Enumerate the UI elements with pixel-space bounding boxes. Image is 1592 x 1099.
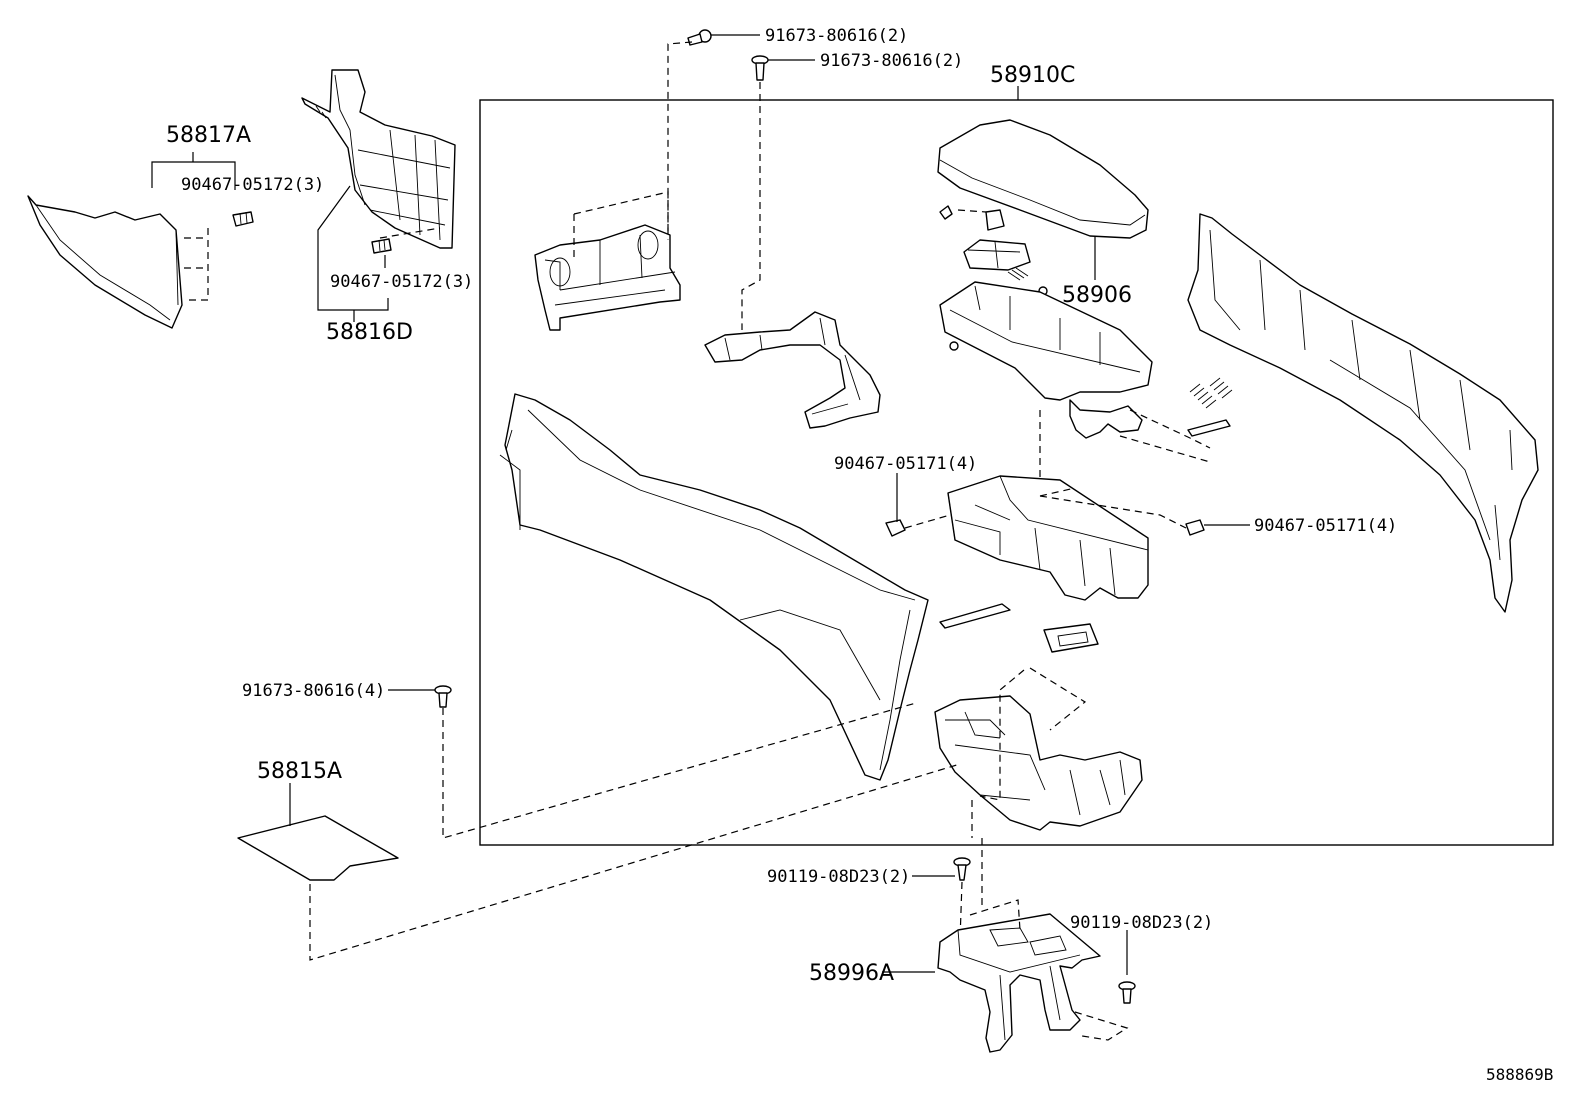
part-console-right-panel	[1187, 213, 1539, 613]
armrest-hinge-parts	[939, 205, 1048, 296]
screw-91673-80616-top2	[751, 55, 769, 81]
label-58996A: 58996A	[809, 961, 894, 986]
label-90119-08D23-b: 90119-08D23(2)	[1070, 913, 1213, 933]
clip-90467-05172-a	[232, 211, 254, 227]
screw-91673-80616-left	[434, 685, 452, 708]
label-91673-80616-left: 91673-80616(4)	[242, 681, 385, 701]
part-bezel	[1043, 623, 1099, 653]
label-90467-05172-b: 90467-05172(3)	[330, 272, 473, 292]
label-58817A: 58817A	[166, 123, 251, 148]
label-58815A: 58815A	[257, 759, 342, 784]
part-58996A-bracket	[937, 913, 1101, 1053]
part-58817A-panel	[27, 195, 183, 329]
screw-90119-08D23-b	[1118, 981, 1136, 1004]
part-58815A-mat	[237, 815, 399, 881]
label-58910C: 58910C	[990, 63, 1075, 88]
assembly-frame	[479, 99, 1554, 846]
dashed-connectors	[309, 702, 983, 961]
label-90467-05171-left: 90467-05171(4)	[834, 454, 977, 474]
label-90467-05172-a: 90467-05172(3)	[181, 175, 324, 195]
part-console-box	[947, 475, 1149, 601]
part-rear-lower-bracket	[934, 695, 1143, 831]
clip-90467-05171-left	[885, 519, 906, 537]
part-console-left-panel	[499, 393, 929, 781]
clip-90467-05172-b	[371, 238, 392, 254]
part-console-mid-bracket	[704, 311, 881, 429]
label-58906: 58906	[1062, 283, 1132, 308]
label-58816D: 58816D	[326, 320, 413, 345]
part-armrest-base	[939, 281, 1153, 439]
screw-91673-80616-top1	[687, 29, 712, 46]
armrest-springs	[939, 377, 1233, 629]
label-91673-80616-top2: 91673-80616(2)	[820, 51, 963, 71]
part-58906-armrest-lid	[937, 119, 1149, 239]
screw-90119-08D23-a	[953, 857, 971, 881]
label-91673-80616-top1: 91673-80616(2)	[765, 26, 908, 46]
diagram-code: 588869B	[1486, 1065, 1553, 1084]
part-console-front-bracket	[534, 224, 681, 331]
label-90467-05171-right: 90467-05171(4)	[1254, 516, 1397, 536]
clip-90467-05171-right	[1185, 519, 1205, 536]
label-90119-08D23-a: 90119-08D23(2)	[767, 867, 910, 887]
part-58816D-bracket	[301, 69, 456, 249]
